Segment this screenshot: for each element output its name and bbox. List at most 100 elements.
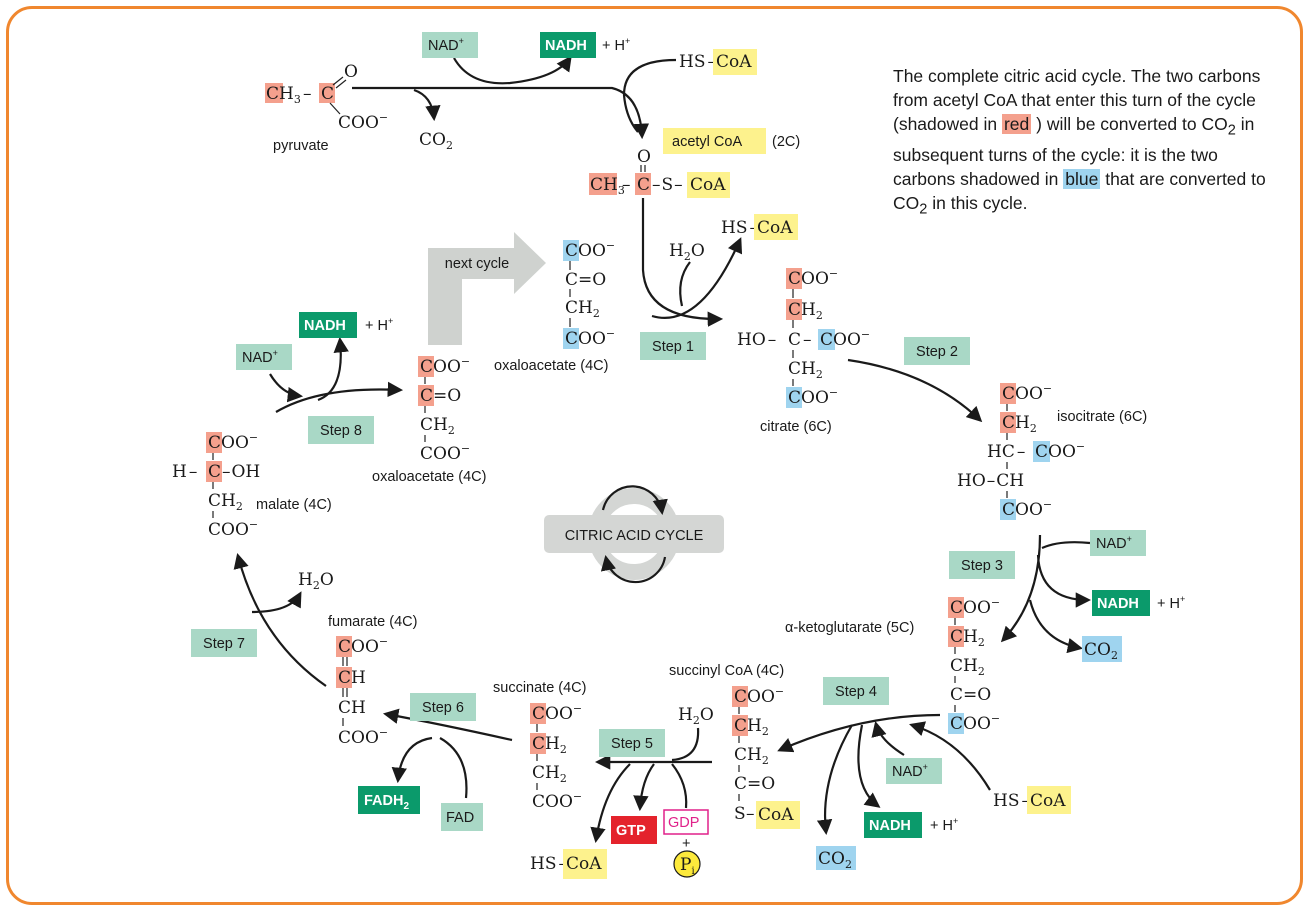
svg-text:CoA: CoA <box>690 175 726 195</box>
svg-text:CH3: CH3 <box>266 84 301 106</box>
co2-step3: CO2 <box>1082 636 1122 662</box>
citrate-label: citrate (6C) <box>760 419 832 435</box>
fadh2-label: FADH2 <box>358 786 420 814</box>
svg-text:COO−: COO− <box>565 327 615 349</box>
svg-text:COO−: COO− <box>950 712 1000 734</box>
svg-text:CH: CH <box>338 698 366 718</box>
svg-text:isocitrate (6C): isocitrate (6C) <box>1057 409 1147 425</box>
svg-text:+ H+: + H+ <box>602 36 630 54</box>
step-6-label: Step 6 <box>410 693 476 721</box>
svg-text:O: O <box>344 62 358 82</box>
gdp-label: GDP + <box>663 809 709 852</box>
svg-text:CH2: CH2 <box>950 656 985 678</box>
svg-text:succinyl CoA (4C): succinyl CoA (4C) <box>669 663 784 679</box>
svg-text:HS–: HS– <box>993 791 1030 811</box>
h2o-step1: H2O <box>669 241 705 263</box>
svg-text:C: C <box>637 175 650 195</box>
svg-text:CoA: CoA <box>716 52 752 72</box>
fumarate-molecule: fumarate (4C) COO− CH CH COO− <box>328 614 417 748</box>
svg-text:acetyl CoA: acetyl CoA <box>672 134 742 150</box>
svg-text:NAD+: NAD+ <box>428 36 464 54</box>
svg-text:NAD+: NAD+ <box>892 762 928 780</box>
svg-text:COO−: COO− <box>532 702 582 724</box>
svg-text:NADH: NADH <box>304 318 346 334</box>
svg-text:Step 7: Step 7 <box>203 636 245 652</box>
svg-text:Pi: Pi <box>680 855 695 877</box>
svg-text:COO−: COO− <box>820 328 870 350</box>
svg-text:COO−: COO− <box>788 267 838 289</box>
svg-text:Step 1: Step 1 <box>652 339 694 355</box>
hs-coa-step4: HS– CoA <box>993 786 1071 814</box>
svg-text:GTP: GTP <box>616 823 646 839</box>
svg-text:NADH: NADH <box>869 818 911 834</box>
svg-text:HO–: HO– <box>737 330 776 350</box>
svg-text:CH2: CH2 <box>208 491 243 513</box>
svg-text:GDP: GDP <box>668 815 699 831</box>
h2o-step5: H2O <box>678 705 714 727</box>
svg-text:Step 4: Step 4 <box>835 684 877 700</box>
h2o-step7: H2O <box>298 570 334 592</box>
svg-text:COO−: COO− <box>950 596 1000 618</box>
nadh-step4: NADH + H+ <box>864 812 958 838</box>
svg-text:C=O: C=O <box>950 685 991 705</box>
svg-text:COO−: COO− <box>420 442 470 464</box>
svg-text:CH2: CH2 <box>788 300 823 322</box>
figure-caption: The complete citric acid cycle. The two … <box>893 66 1266 217</box>
svg-text:CH2: CH2 <box>532 763 567 785</box>
svg-text:next cycle: next cycle <box>445 256 509 272</box>
svg-text:CH2: CH2 <box>950 627 985 649</box>
oxaloacetate-top: COO− C=O CH2 COO− oxaloacetate (4C) <box>494 239 615 374</box>
step-1-label: Step 1 <box>640 332 706 360</box>
svg-text:HS–: HS– <box>530 854 567 874</box>
svg-text:CoA: CoA <box>566 854 602 874</box>
svg-text:COO−: COO− <box>338 726 388 748</box>
nad-step4: NAD+ <box>886 758 942 784</box>
hs-coa-top: HS– CoA <box>679 49 757 75</box>
svg-text:Step 3: Step 3 <box>961 558 1003 574</box>
nad-step3: NAD+ <box>1090 530 1146 556</box>
svg-text:CH2: CH2 <box>788 359 823 381</box>
diagram-frame <box>6 6 1303 905</box>
nadh-step8: NADH + H+ <box>299 312 393 338</box>
alpha-ketoglutarate-molecule: α-ketoglutarate (5C) COO− CH2 CH2 C=O CO… <box>785 596 1000 734</box>
caption-blue-highlight: blue <box>1063 168 1101 189</box>
svg-text:malate (4C): malate (4C) <box>256 497 332 513</box>
svg-text:CH2: CH2 <box>734 745 769 767</box>
svg-text:CH2: CH2 <box>1002 413 1037 435</box>
acetyl-coa-molecule: acetyl CoA (2C) O CH3 – C –S– CoA <box>589 128 800 198</box>
svg-text:+ H+: + H+ <box>365 316 393 334</box>
svg-text:C: C <box>788 330 801 350</box>
pyruvate-molecule: CH3 – C O COO− pyruvate <box>265 62 388 154</box>
hs-coa-step1: HS– CoA <box>721 214 798 240</box>
center-label: CITRIC ACID CYCLE <box>565 528 704 544</box>
svg-text:COO−: COO− <box>208 431 258 453</box>
svg-text:+ H+: + H+ <box>1157 594 1185 612</box>
svg-text:–: – <box>803 330 812 350</box>
svg-text:CO2: CO2 <box>818 849 852 871</box>
succinate-molecule: succinate (4C) COO− CH2 CH2 COO− <box>493 680 586 812</box>
svg-text:CH: CH <box>338 668 366 688</box>
nadh-step3: NADH + H+ <box>1092 590 1185 616</box>
svg-text:Step 2: Step 2 <box>916 344 958 360</box>
svg-text:COO−: COO− <box>1002 498 1052 520</box>
svg-text:CH2: CH2 <box>734 716 769 738</box>
step-8-label: Step 8 <box>308 416 374 444</box>
svg-text:–: – <box>622 175 631 195</box>
pyruvate-label: pyruvate <box>273 138 329 154</box>
svg-text:CH2: CH2 <box>532 734 567 756</box>
step-5-label: Step 5 <box>599 729 665 757</box>
caption-red-highlight: red <box>1001 114 1032 134</box>
svg-text:C: C <box>321 84 334 104</box>
svg-text:C: C <box>208 462 221 482</box>
svg-text:CO2: CO2 <box>1084 640 1118 662</box>
svg-text:CoA: CoA <box>758 805 794 825</box>
isocitrate-molecule: COO− CH2 isocitrate (6C) HC– COO− HO–CH … <box>957 382 1147 520</box>
gtp-label: GTP <box>611 816 657 844</box>
svg-text:HS–: HS– <box>679 52 716 72</box>
hs-coa-step5: HS– CoA <box>530 849 607 879</box>
svg-text:COO−: COO− <box>1002 382 1052 404</box>
svg-text:–OH: –OH <box>222 462 260 482</box>
svg-text:–: – <box>746 804 755 824</box>
svg-text:fumarate (4C): fumarate (4C) <box>328 614 417 630</box>
